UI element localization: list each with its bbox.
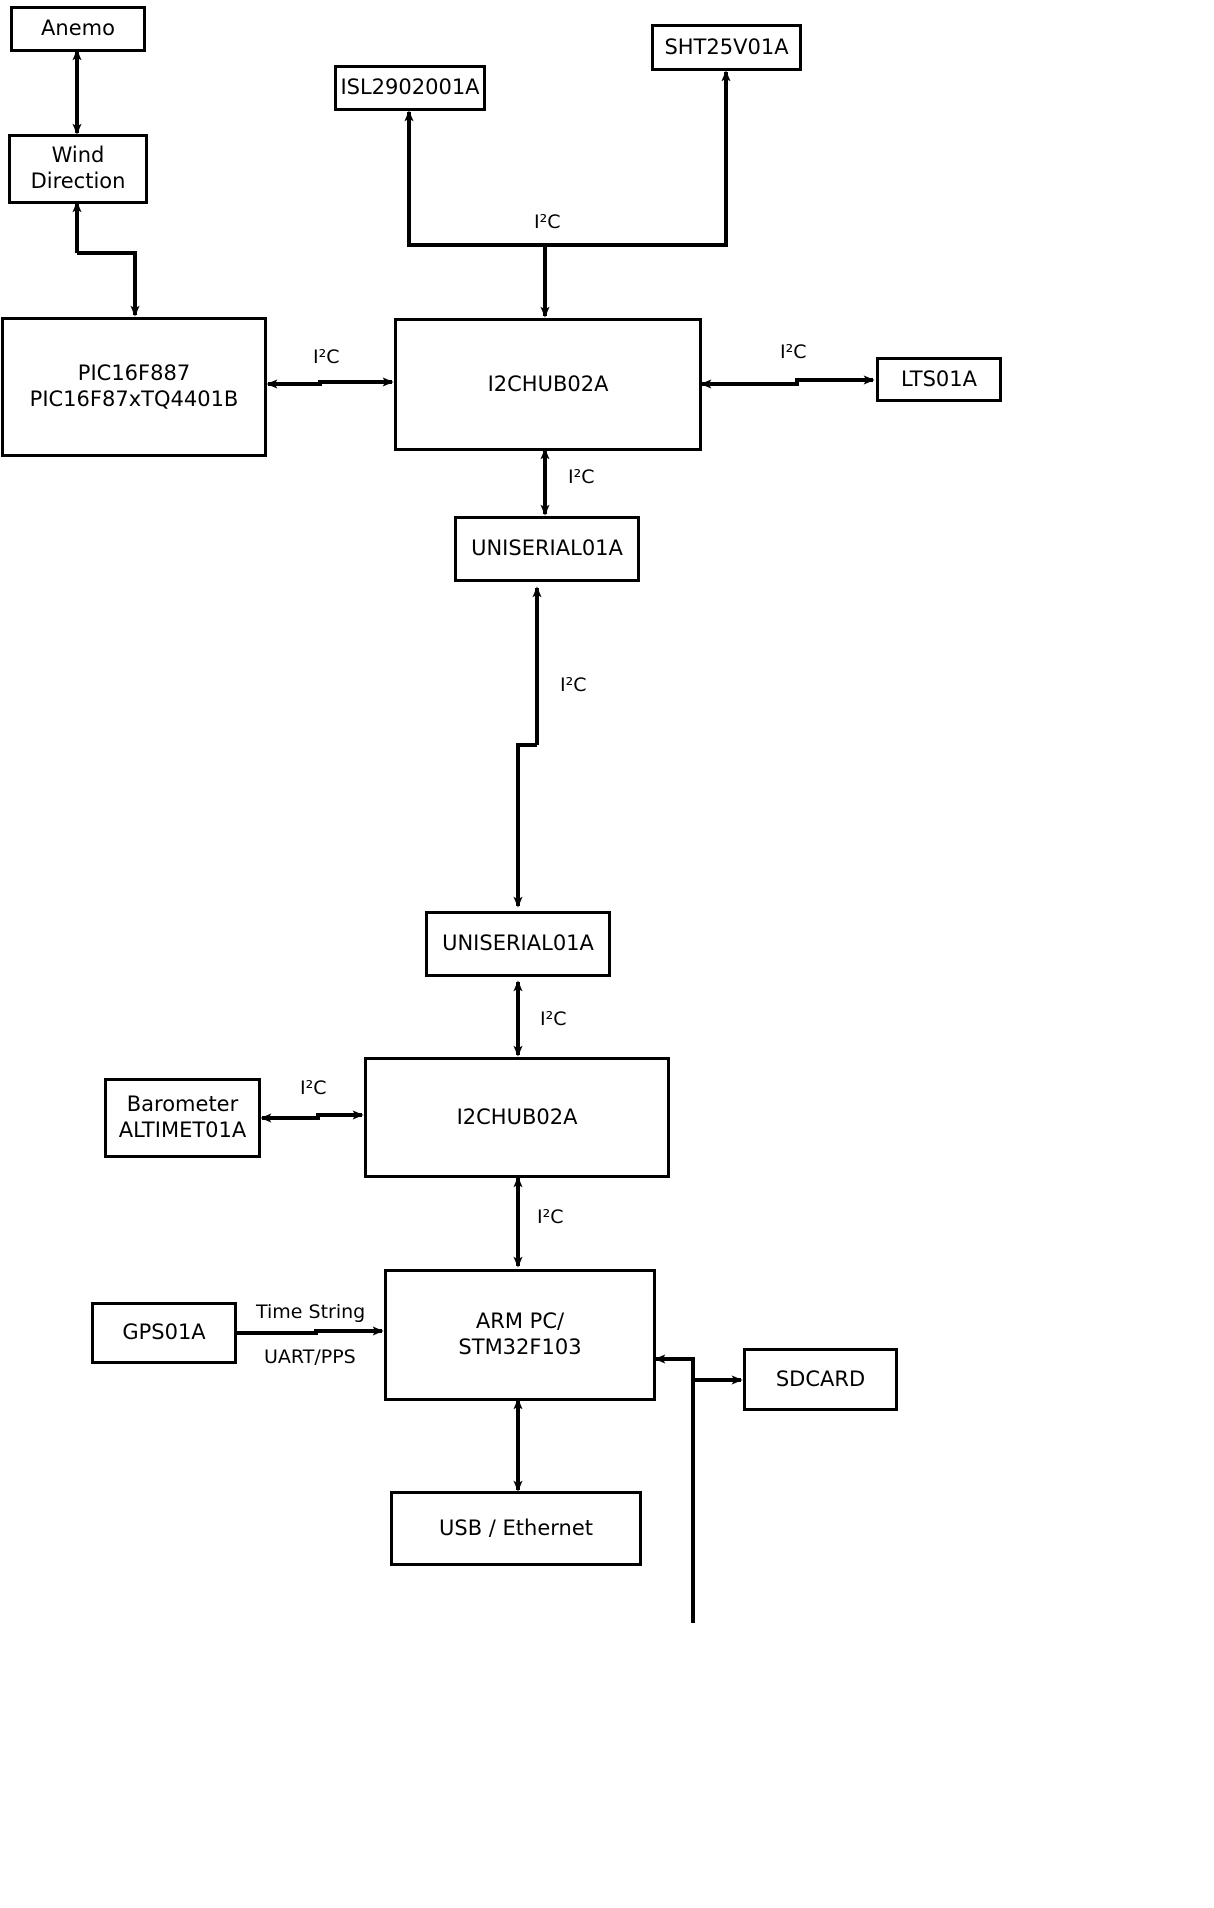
node-anemo[interactable]: Anemo [10, 6, 146, 52]
edge-label-text: I²C [300, 1077, 327, 1099]
edge-barometer-hub [260, 1110, 364, 1123]
node-uniserial01a-top-label: UNISERIAL01A [471, 536, 623, 561]
node-pic-mcu-label: PIC16F887 PIC16F87xTQ4401B [29, 361, 239, 411]
node-i2chub02a-bottom-label: I2CHUB02A [456, 1104, 578, 1129]
edge-label-i2c-uniserial-hub-bottom: I²C [540, 1010, 567, 1029]
node-wind-direction[interactable]: Wind Direction [8, 134, 148, 204]
edge-pic-hub [266, 377, 394, 389]
node-pic-mcu[interactable]: PIC16F887 PIC16F87xTQ4401B [1, 317, 267, 457]
edge-label-i2c-bus-top: I²C [534, 213, 561, 232]
edge-arm-to-sdcard [691, 1375, 743, 1623]
node-sht25v01a-label: SHT25V01A [664, 34, 789, 59]
edge-pic-wind-down [77, 251, 140, 317]
edge-gps-arm [236, 1326, 384, 1336]
node-uniserial01a-bottom-label: UNISERIAL01A [442, 931, 594, 956]
edge-label-i2c-hub-arm: I²C [537, 1208, 564, 1227]
edge-label-i2c-hub-lts: I²C [780, 343, 807, 362]
node-i2chub02a-top[interactable]: I2CHUB02A [394, 318, 702, 451]
edge-hub-lts [700, 375, 875, 389]
node-sdcard-label: SDCARD [775, 1366, 866, 1391]
node-gps01a-label: GPS01A [122, 1320, 206, 1345]
node-sht25v01a[interactable]: SHT25V01A [651, 24, 802, 71]
edge-label-i2c-hub-uniserial: I²C [568, 468, 595, 487]
node-sdcard[interactable]: SDCARD [743, 1348, 898, 1411]
node-wind-direction-label: Wind Direction [30, 143, 126, 193]
node-barometer-altimet01a-label: Barometer ALTIMET01A [118, 1092, 247, 1142]
node-gps01a[interactable]: GPS01A [91, 1302, 237, 1364]
edge-label-text: I²C [537, 1206, 564, 1228]
node-arm-pc-label: ARM PC/ STM32F103 [458, 1309, 582, 1359]
edge-bus-sht [545, 70, 731, 247]
node-isl2902001a[interactable]: ISL2902001A [334, 65, 486, 111]
edge-label-text: I²C [313, 346, 340, 368]
node-i2chub02a-bottom[interactable]: I2CHUB02A [364, 1057, 670, 1178]
node-uniserial01a-bottom[interactable]: UNISERIAL01A [425, 911, 611, 977]
edge-sdcard-to-arm [654, 1354, 695, 1623]
node-lts01a[interactable]: LTS01A [876, 357, 1002, 402]
edge-bus-isl [404, 110, 545, 247]
edge-label-text: I²C [568, 466, 595, 488]
edge-label-time-string: Time String [256, 1303, 365, 1322]
edge-label-text: I²C [540, 1008, 567, 1030]
node-usb-ethernet-label: USB / Ethernet [439, 1515, 593, 1540]
edge-label-uart-pps: UART/PPS [264, 1348, 356, 1367]
edge-label-text: I²C [560, 674, 587, 696]
node-barometer-altimet01a[interactable]: Barometer ALTIMET01A [104, 1078, 261, 1158]
edge-label-i2c-uniserial-link: I²C [560, 676, 587, 695]
node-i2chub02a-top-label: I2CHUB02A [487, 371, 609, 396]
edge-label-i2c-pic-hub: I²C [313, 348, 340, 367]
edge-label-text: Time String [256, 1301, 366, 1323]
edge-uniserial-down [513, 743, 537, 908]
edge-label-text: I²C [780, 341, 807, 363]
edge-label-text: I²C [534, 211, 561, 233]
edge-label-i2c-barometer: I²C [300, 1079, 327, 1098]
node-usb-ethernet[interactable]: USB / Ethernet [390, 1491, 642, 1566]
edge-label-text: UART/PPS [264, 1346, 356, 1368]
node-arm-pc[interactable]: ARM PC/ STM32F103 [384, 1269, 656, 1401]
node-isl2902001a-label: ISL2902001A [340, 75, 480, 100]
node-lts01a-label: LTS01A [900, 366, 978, 391]
node-anemo-label: Anemo [41, 16, 115, 41]
node-uniserial01a-top[interactable]: UNISERIAL01A [454, 516, 640, 582]
